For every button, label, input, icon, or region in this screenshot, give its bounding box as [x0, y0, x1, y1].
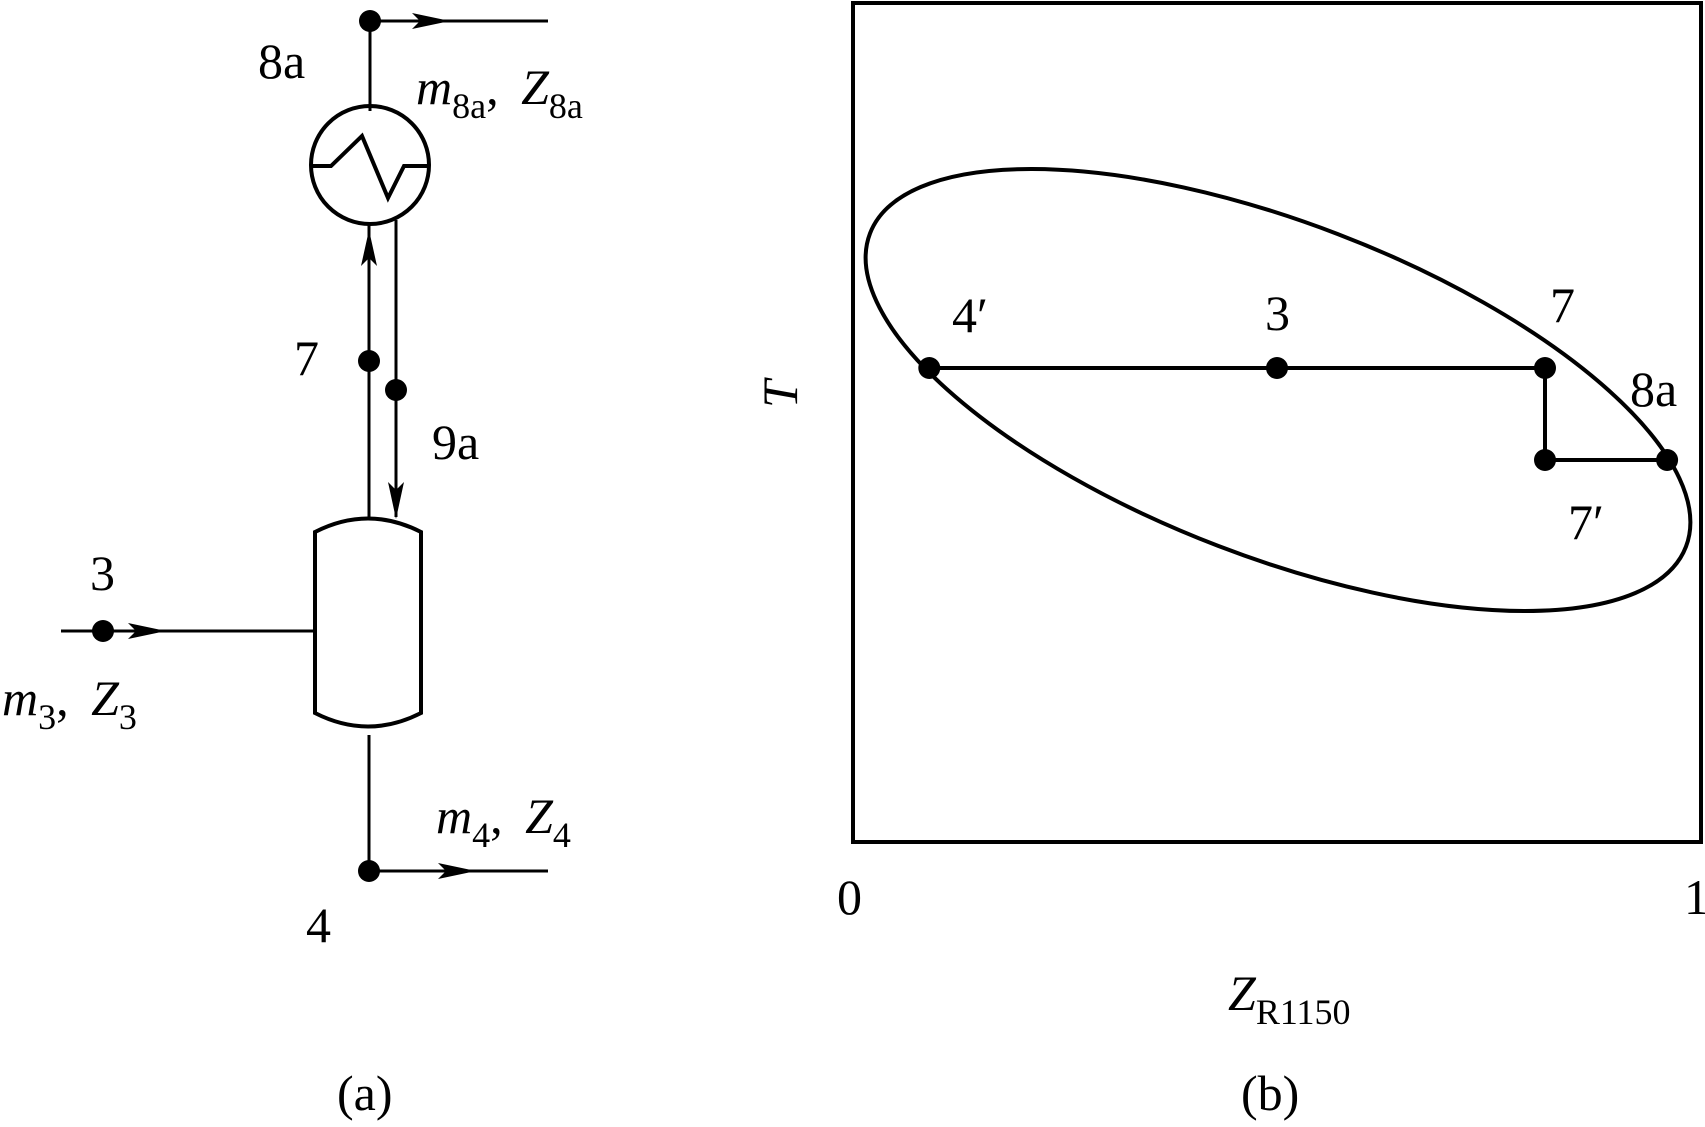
phase-envelope — [863, 167, 1693, 613]
state-point-7prime — [1534, 449, 1556, 471]
panel-a-caption: (a) — [337, 1065, 393, 1121]
point-9a-dot — [385, 379, 407, 401]
heat-exchanger-icon — [309, 104, 431, 226]
state-label-8a: 8a — [1630, 361, 1677, 417]
plot-frame — [851, 1, 1703, 844]
state-point-3 — [1266, 357, 1288, 379]
point-4-dot — [358, 860, 380, 882]
stream-4-label: m4, Z4 — [436, 788, 571, 855]
point-7-dot — [358, 350, 380, 372]
point-8a-label: 8a — [258, 33, 305, 89]
separator-vessel-icon — [313, 516, 423, 729]
point-3-dot — [92, 620, 114, 642]
flow-arrow-icon — [361, 230, 377, 266]
state-label-3: 3 — [1265, 285, 1290, 341]
stream-3-line — [61, 620, 315, 642]
state-label-4prime: 4′ — [952, 287, 988, 343]
x-tick-1: 1 — [1684, 869, 1705, 925]
flow-arrow-icon — [128, 623, 166, 639]
flow-arrow-icon — [388, 482, 404, 519]
state-point-8a — [1656, 449, 1679, 471]
flow-arrow-icon — [438, 863, 476, 879]
flow-arrow-icon — [412, 13, 450, 29]
state-point-7 — [1534, 357, 1556, 379]
y-axis-label: T — [752, 377, 808, 408]
state-point-4prime — [918, 357, 941, 379]
point-7-label: 7 — [294, 330, 319, 386]
state-label-7: 7 — [1550, 277, 1575, 333]
stream-9a-line — [385, 220, 407, 519]
x-tick-0: 0 — [837, 869, 862, 925]
stream-7-line — [358, 224, 380, 517]
stream-8a-line — [359, 10, 548, 111]
stream-3-label: m3, Z3 — [2, 670, 137, 737]
state-label-7prime: 7′ — [1568, 494, 1604, 550]
point-9a-label: 9a — [432, 414, 479, 470]
stream-4-line — [358, 735, 548, 882]
panel-b-caption: (b) — [1241, 1065, 1299, 1121]
x-axis-label: ZR1150 — [1228, 965, 1351, 1032]
point-4-label: 4 — [306, 897, 331, 953]
stream-8a-label: m8a, Z8a — [416, 59, 583, 126]
point-3-label: 3 — [90, 545, 115, 601]
point-8a-dot — [359, 10, 381, 32]
panel-a: 8a m8a, Z8a 7 9a 3 — [2, 10, 583, 1121]
panel-b: 4′ 3 7 7′ 8a T 0 1 ZR1150 (b) — [752, 1, 1705, 1121]
